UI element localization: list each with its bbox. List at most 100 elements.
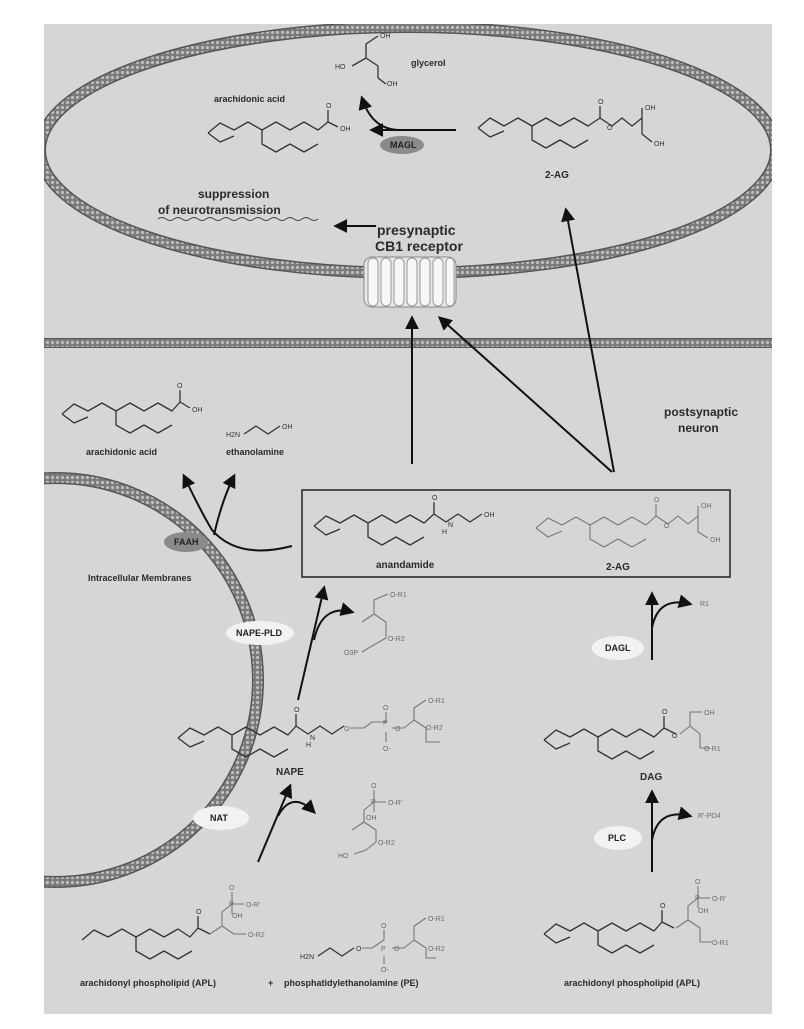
svg-text:O: O bbox=[356, 946, 362, 953]
presynaptic-label-1: presynaptic bbox=[377, 222, 456, 238]
svg-text:O: O bbox=[654, 497, 660, 504]
svg-text:O: O bbox=[598, 99, 604, 106]
svg-text:O-: O- bbox=[383, 746, 391, 753]
postsynaptic-label-1: postsynaptic bbox=[664, 405, 738, 419]
two-ag-top-label: 2-AG bbox=[545, 170, 569, 181]
apl-right-glycerol-structure: P O O-R' OH O-R1 bbox=[675, 879, 729, 947]
svg-text:O-R1: O-R1 bbox=[712, 940, 729, 947]
svg-text:O: O bbox=[371, 783, 377, 790]
svg-text:O: O bbox=[394, 946, 400, 953]
dag-label: DAG bbox=[640, 772, 662, 783]
dag-structure: O O bbox=[543, 709, 678, 760]
arrow-2ag-to-cb1 bbox=[437, 316, 613, 473]
arrow-faah-to-aa bbox=[182, 473, 293, 552]
arrow-plc-byproduct bbox=[651, 806, 693, 841]
arachidonic-acid-mid-label: arachidonic acid bbox=[86, 447, 157, 457]
svg-text:OH: OH bbox=[654, 141, 665, 148]
svg-text:OH: OH bbox=[484, 512, 495, 519]
arrow-nape-to-anandamide bbox=[297, 585, 329, 701]
arachidonic-acid-mid-structure: O OH bbox=[61, 383, 203, 434]
svg-text:O-R1: O-R1 bbox=[428, 916, 445, 923]
svg-text:O: O bbox=[177, 383, 183, 390]
svg-text:O: O bbox=[196, 909, 202, 916]
arachidonic-acid-top-label: arachidonic acid bbox=[214, 94, 285, 104]
svg-text:O: O bbox=[660, 903, 666, 910]
svg-text:OH: OH bbox=[340, 126, 351, 133]
suppression-underline bbox=[157, 217, 319, 221]
svg-text:O-R2: O-R2 bbox=[378, 840, 395, 847]
svg-text:O-R1: O-R1 bbox=[704, 746, 721, 753]
postsynaptic-membrane bbox=[44, 339, 772, 347]
two-ag-box-structure: O O OH OH bbox=[535, 497, 721, 548]
apl-right-structure: O bbox=[543, 903, 675, 954]
svg-text:H2N: H2N bbox=[226, 432, 240, 439]
nape-label: NAPE bbox=[276, 767, 304, 778]
nape-structure: O H N bbox=[177, 707, 345, 758]
svg-text:O: O bbox=[229, 885, 235, 892]
anandamide-label: anandamide bbox=[376, 560, 435, 571]
arrow-dagl-byproduct bbox=[651, 594, 693, 629]
svg-text:OH: OH bbox=[710, 537, 721, 544]
magl-label: MAGL bbox=[390, 140, 417, 150]
svg-text:OH: OH bbox=[704, 710, 715, 717]
svg-text:O: O bbox=[294, 707, 300, 714]
svg-text:O-R1: O-R1 bbox=[428, 698, 445, 705]
background-panel bbox=[44, 24, 772, 1014]
magl-enzyme bbox=[380, 136, 424, 154]
svg-text:H: H bbox=[442, 529, 447, 536]
svg-text:O: O bbox=[395, 726, 401, 733]
svg-text:OH: OH bbox=[701, 503, 712, 510]
plc-byproduct: R'-PO4 bbox=[698, 813, 721, 820]
two-ag-box-label: 2-AG bbox=[606, 562, 630, 573]
apl-right-label: arachidonyl phospholipid (APL) bbox=[564, 978, 700, 988]
svg-text:P: P bbox=[383, 720, 388, 727]
svg-text:O: O bbox=[344, 726, 350, 733]
cb1-receptor bbox=[363, 256, 457, 308]
nat-enzyme bbox=[193, 806, 249, 830]
svg-text:OH: OH bbox=[645, 105, 656, 112]
plus-sign: + bbox=[268, 978, 273, 988]
arachidonic-acid-top-structure: O OH bbox=[207, 103, 351, 153]
postsynaptic-label-2: neuron bbox=[678, 421, 719, 435]
svg-text:O-R2: O-R2 bbox=[248, 932, 265, 939]
plc-label: PLC bbox=[608, 833, 627, 843]
svg-text:OH: OH bbox=[192, 407, 203, 414]
dagl-enzyme bbox=[592, 636, 644, 660]
svg-text:O3P: O3P bbox=[344, 650, 358, 657]
svg-text:HO: HO bbox=[338, 853, 349, 860]
phosphatidic-acid-structure: O-R1 O-R2 O3P bbox=[344, 592, 407, 657]
svg-text:O: O bbox=[381, 923, 387, 930]
svg-text:OH: OH bbox=[698, 908, 709, 915]
nat-label: NAT bbox=[210, 813, 228, 823]
svg-text:O-: O- bbox=[381, 967, 389, 974]
svg-text:O: O bbox=[326, 103, 332, 110]
svg-text:H2N: H2N bbox=[300, 954, 314, 961]
plc-enzyme bbox=[594, 826, 642, 850]
arrow-2ag-to-presynaptic bbox=[561, 207, 615, 473]
svg-text:O-R2: O-R2 bbox=[428, 946, 445, 953]
svg-text:O: O bbox=[664, 523, 670, 530]
intracellular-label: Intracellular Membranes bbox=[88, 573, 192, 583]
anandamide-structure: O H N OH bbox=[313, 495, 495, 546]
apl-left-glycerol-structure: P O O-R' OH O-R2 bbox=[209, 885, 265, 939]
suppression-label-1: suppression bbox=[198, 187, 269, 201]
arrow-glycerol bbox=[358, 95, 401, 131]
svg-text:P: P bbox=[695, 895, 700, 902]
dagl-label: DAGL bbox=[605, 643, 631, 653]
apl-left-structure: O bbox=[81, 909, 211, 960]
pe-label: phosphatidylethanolamine (PE) bbox=[284, 978, 419, 988]
nape-phosphate-structure: O P O O- O O-R1 O-R2 bbox=[344, 698, 445, 753]
faah-label: FAAH bbox=[174, 537, 199, 547]
endocannabinoid-box bbox=[301, 489, 731, 578]
svg-text:O: O bbox=[383, 705, 389, 712]
svg-text:O-R2: O-R2 bbox=[388, 636, 405, 643]
svg-text:O: O bbox=[672, 733, 678, 740]
glycerol-structure: OH HO OH bbox=[335, 33, 398, 88]
svg-text:P: P bbox=[229, 901, 234, 908]
presynaptic-label-2: CB1 receptor bbox=[375, 238, 463, 254]
intracellular-membrane bbox=[44, 473, 263, 887]
pe-structure: H2N O bbox=[300, 946, 362, 961]
arrow-faah-to-ethanolamine bbox=[213, 473, 236, 536]
